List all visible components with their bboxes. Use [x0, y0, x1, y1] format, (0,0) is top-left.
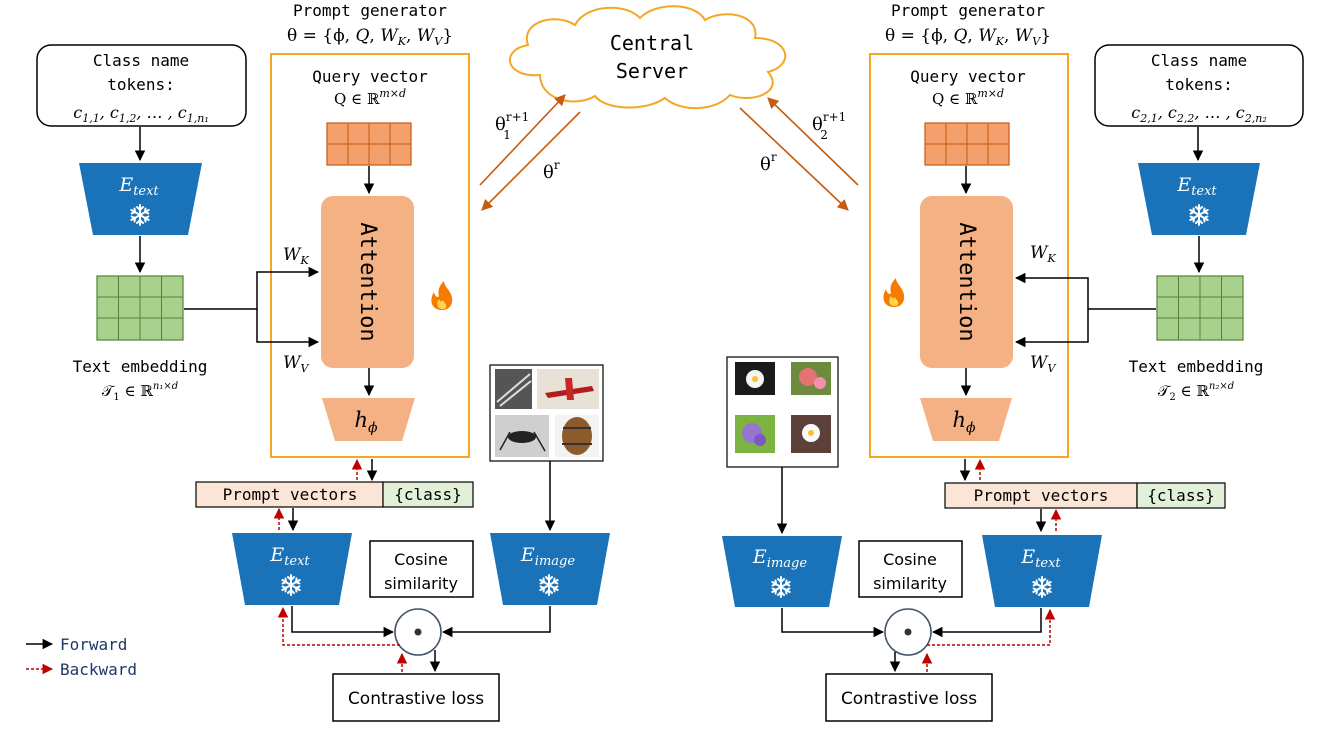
prompt-generator-frame: [270, 53, 470, 458]
wk-label: WK: [1030, 243, 1056, 265]
tokens-label: tokens:: [1165, 75, 1232, 94]
client-2: Prompt generator θ = {ϕ, Q, WK, WV} Quer…: [722, 1, 1304, 722]
tokens-list: c2,1, c2,2, … , c2,n₂: [1131, 103, 1267, 125]
client-1: Prompt generator θ = {ϕ, Q, WK, WV} Quer…: [36, 1, 610, 722]
head-label: hϕ: [354, 408, 378, 436]
class-tag: [1136, 482, 1226, 509]
class-name-label: Class name: [1151, 51, 1247, 70]
head-label: hϕ: [952, 408, 976, 436]
cosine-label-2: similarity: [873, 574, 947, 593]
query-dim: Q ∈ ℝm×d: [334, 87, 406, 108]
query-vector-label: Query vector: [312, 67, 428, 86]
prompt-vectors-bar: [944, 482, 1138, 509]
legend-backward: Backward: [60, 660, 137, 679]
contrastive-loss-box: [332, 673, 500, 722]
text-embedding-dim: 𝒯2 ∈ ℝn₂×d: [1158, 381, 1234, 403]
attention-label: Attention: [355, 222, 380, 341]
text-embedding-dim: 𝒯1 ∈ ℝn₁×d: [102, 381, 178, 403]
image-samples-objects: [489, 364, 604, 462]
tokens-list: c1,1, c1,2, … , c1,n₁: [73, 103, 209, 125]
contrastive-loss-box: [825, 673, 993, 722]
fire-icon: [431, 281, 453, 310]
wv-label: WV: [283, 353, 309, 375]
query-vector-label: Query vector: [910, 67, 1026, 86]
image-encoder: [722, 536, 842, 607]
fire-icon: [883, 278, 905, 307]
tokens-label: tokens:: [107, 75, 174, 94]
text-encoder-label: Etext: [1176, 174, 1217, 199]
head-h-phi: [920, 398, 1012, 441]
text-embedding-grid: [96, 275, 184, 341]
server-label-1: Central: [610, 31, 694, 55]
prompt-vectors-label: Prompt vectors: [974, 486, 1109, 505]
image-encoder: [490, 533, 610, 605]
text-encoder-bottom: [982, 535, 1102, 607]
contrastive-loss-label: Contrastive loss: [841, 689, 977, 709]
theta-down-left: θr: [543, 158, 560, 183]
text-embedding-label: Text embedding: [73, 357, 208, 376]
legend-forward: Forward: [60, 635, 127, 654]
cosine-label-1: Cosine: [883, 550, 937, 569]
cosine-label-2: similarity: [384, 574, 458, 593]
theta-set: θ = {ϕ, Q, WK, WV}: [287, 26, 453, 48]
class-name-tokens-box: [1094, 44, 1304, 127]
wk-label: WK: [283, 245, 309, 267]
cosine-label-1: Cosine: [394, 550, 448, 569]
text-encoder-top: [1138, 163, 1260, 235]
attention-block: [321, 196, 414, 368]
text-embedding-label: Text embedding: [1129, 357, 1264, 376]
head-h-phi: [322, 398, 415, 441]
text-encoder-bottom: [232, 533, 352, 605]
theta-down-right: θr: [760, 150, 777, 175]
query-grid: [326, 122, 412, 166]
query-grid: [924, 122, 1010, 166]
prompt-vectors-bar: [195, 481, 384, 508]
prompt-generator-frame: [869, 53, 1069, 458]
central-server-cloud: Central Server: [509, 5, 787, 110]
class-tag-label: {class}: [394, 485, 461, 504]
cosine-similarity-box: [858, 540, 963, 598]
wv-label: WV: [1030, 353, 1056, 375]
text-embedding-grid: [1156, 275, 1244, 341]
attention-label: Attention: [954, 222, 979, 341]
attention-block: [920, 196, 1013, 368]
query-dim: Q ∈ ℝm×d: [932, 87, 1004, 108]
text-encoder-label: Etext: [118, 174, 159, 199]
contrastive-loss-label: Contrastive loss: [348, 689, 484, 709]
server-label-2: Server: [616, 59, 688, 83]
cosine-similarity-box: [369, 540, 474, 598]
prompt-generator-title: Prompt generator: [293, 1, 447, 20]
class-tag: [382, 481, 474, 508]
text-encoder-top: [79, 163, 202, 235]
class-name-label: Class name: [93, 51, 189, 70]
class-tag-label: {class}: [1147, 486, 1214, 505]
legend: Forward Backward: [26, 635, 137, 679]
theta-set: θ = {ϕ, Q, WK, WV}: [885, 26, 1051, 48]
prompt-generator-title: Prompt generator: [891, 1, 1045, 20]
class-name-tokens-box: [36, 44, 247, 127]
prompt-vectors-label: Prompt vectors: [223, 485, 358, 504]
image-samples-flowers: [726, 356, 839, 468]
